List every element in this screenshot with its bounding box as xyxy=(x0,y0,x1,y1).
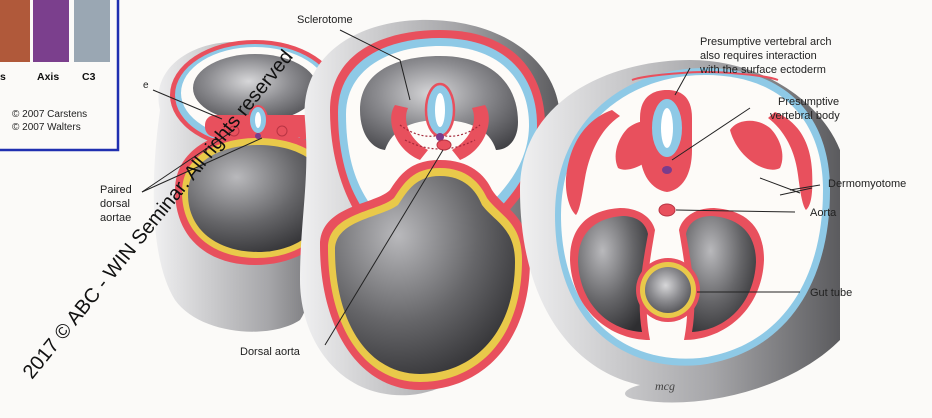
legend-panel: s Axis C3 © 2007 Carstens © 2007 Walters… xyxy=(0,0,149,150)
legend-copyright-1: © 2007 Carstens xyxy=(12,109,87,120)
legend-label-s: s xyxy=(0,71,6,83)
label-vertebral-body-2: vertebral body xyxy=(770,110,840,122)
legend-copyright-2: © 2007 Walters xyxy=(12,122,81,133)
artist-signature: mcg xyxy=(655,379,675,393)
legend-label-c3: C3 xyxy=(82,71,96,83)
legend-swatch-1 xyxy=(0,0,30,62)
label-vertebral-arch-2: also requires interaction xyxy=(700,50,817,62)
label-vertebral-arch-3: with the surface ectoderm xyxy=(699,64,826,76)
label-sclerotome: Sclerotome xyxy=(297,14,353,26)
label-paired-dorsal-aortae-2: dorsal xyxy=(100,198,130,210)
legend-swatch-2 xyxy=(33,0,69,62)
legend-partial-label: e xyxy=(143,80,149,91)
label-dermomyotome: Dermomyotome xyxy=(828,178,906,190)
label-gut-tube: Gut tube xyxy=(810,287,852,299)
legend-label-axis: Axis xyxy=(37,71,59,83)
label-aorta: Aorta xyxy=(810,207,837,219)
label-paired-dorsal-aortae-3: aortae xyxy=(100,212,131,224)
label-vertebral-body-1: Presumptive xyxy=(778,96,839,108)
label-dorsal-aorta: Dorsal aorta xyxy=(240,346,301,358)
label-vertebral-arch-1: Presumptive vertebral arch xyxy=(700,36,831,48)
legend-swatch-3 xyxy=(74,0,110,62)
label-paired-dorsal-aortae-1: Paired xyxy=(100,184,132,196)
